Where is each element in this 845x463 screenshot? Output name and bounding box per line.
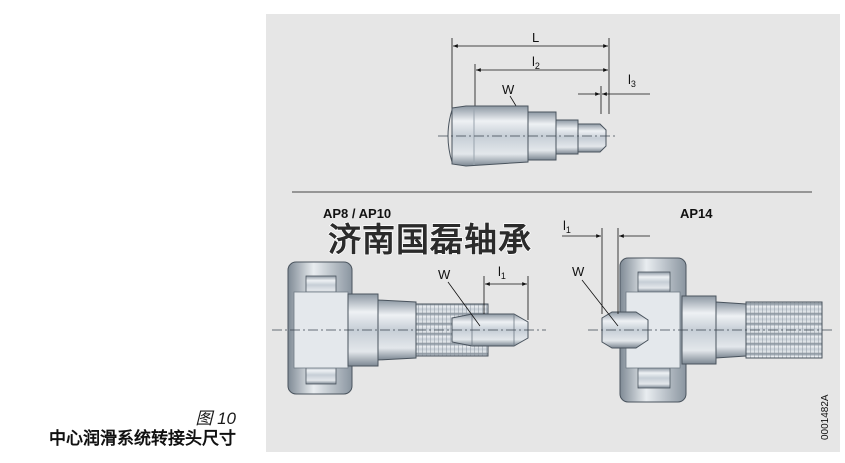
ap8-ap10-drawing: l1 W: [272, 261, 546, 395]
drawing-code: 0001482A: [820, 394, 831, 440]
dimension-l1-label-left: l1: [498, 264, 506, 281]
wrench-flat-label-right: W: [572, 264, 585, 279]
technical-drawing: L l2 l3 W AP8 / AP10 AP14 济南国磊轴承: [272, 30, 832, 440]
dimension-l1-label-right: l1: [563, 218, 571, 235]
wrench-flat-label-top: W: [502, 82, 515, 97]
ap14-drawing: l1 W: [562, 218, 832, 403]
wrench-flat-label-left: W: [438, 267, 451, 282]
dimension-l2-label: l2: [532, 54, 540, 71]
variant-label-ap8-ap10: AP8 / AP10: [323, 206, 391, 221]
technical-drawing-panel: L l2 l3 W AP8 / AP10 AP14 济南国磊轴承: [266, 14, 840, 452]
dimension-L-label: L: [532, 30, 539, 45]
watermark-text: 济南国磊轴承: [328, 220, 532, 259]
figure-number: 图 10: [195, 409, 236, 428]
dimension-l3-label: l3: [628, 72, 636, 89]
variant-label-ap14: AP14: [680, 206, 713, 221]
figure-title: 中心润滑系统转接头尺寸: [49, 429, 236, 448]
top-adapter-drawing: L l2 l3 W: [438, 30, 650, 167]
